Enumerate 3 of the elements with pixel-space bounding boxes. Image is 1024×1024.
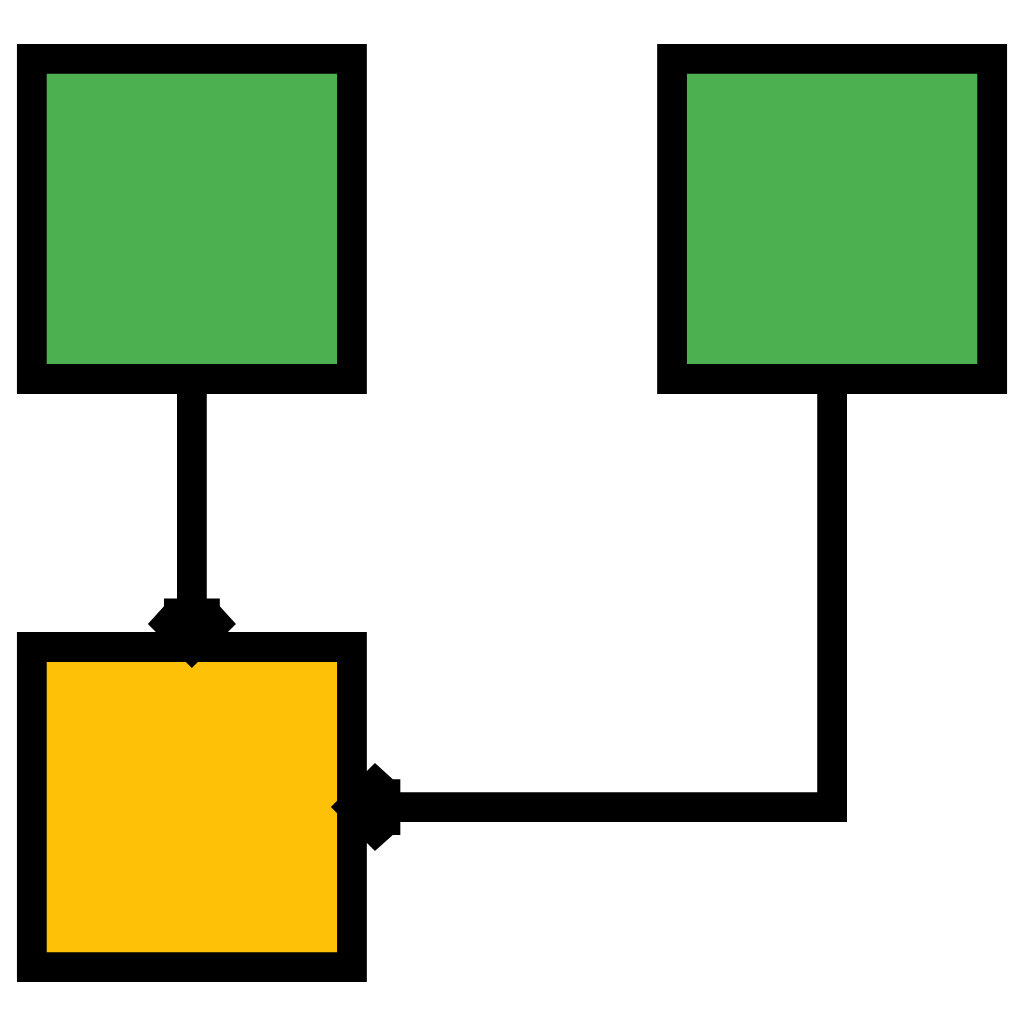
- node-box: [657, 43, 1008, 393]
- node-box: [16, 43, 367, 393]
- node-box: [16, 631, 367, 981]
